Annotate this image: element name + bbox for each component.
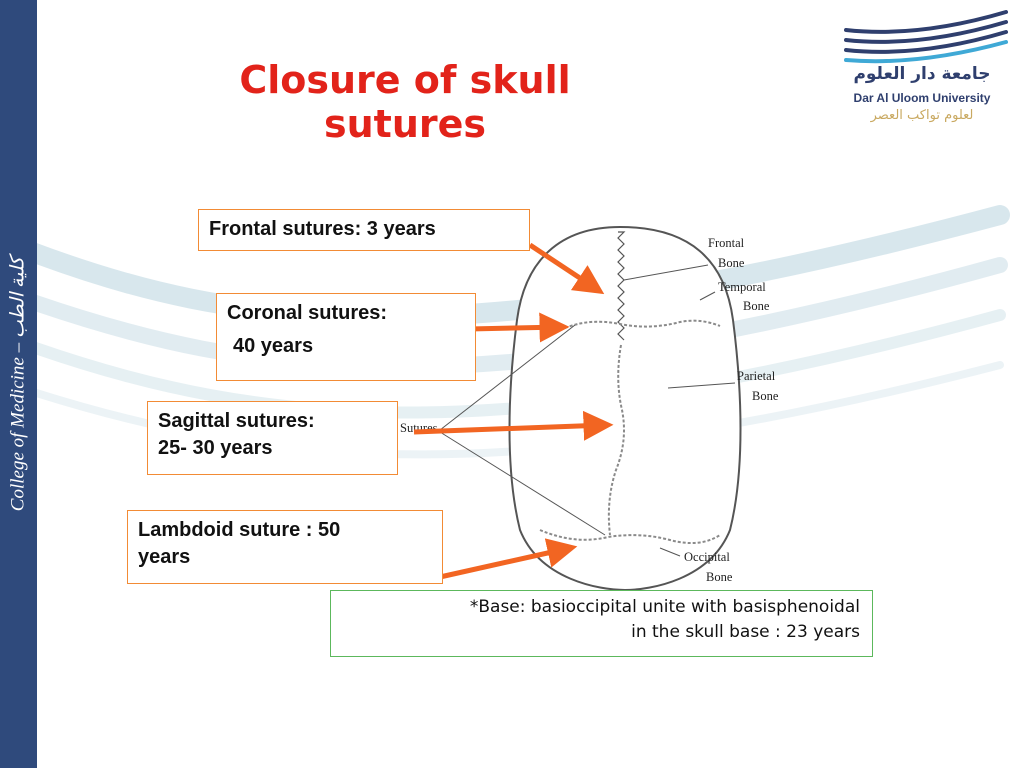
temporal-pointer	[699, 291, 716, 301]
sutures-pointer-upper	[439, 324, 576, 431]
label-parietal-1: Parietal	[737, 369, 776, 383]
skull-base-note: *Base: basioccipital unite with basisphe…	[330, 590, 873, 657]
sidebar: College of Medicine – كلية الطب	[0, 0, 37, 768]
label-frontal-2: Bone	[718, 256, 745, 270]
occipital-pointer	[659, 547, 681, 557]
label-occipital-1: Occipital	[684, 550, 730, 564]
coronal-suture	[564, 319, 721, 329]
lambdoid-callout-line-1: Lambdoid suture : 50	[138, 519, 341, 541]
logo-english-name: Dar Al Uloom University	[853, 91, 991, 105]
frontal-callout: Frontal sutures: 3 years	[198, 209, 530, 251]
sagittal-callout: Sagittal sutures: 25- 30 years	[147, 401, 398, 475]
arrow-lambdoid	[439, 538, 578, 580]
parietal-pointer	[667, 382, 736, 389]
title-line-2: sutures	[323, 102, 487, 147]
frontal-pointer	[623, 264, 709, 281]
label-occipital-2: Bone	[706, 570, 733, 584]
lambdoid-callout-line-2: years	[138, 546, 191, 568]
arrow-sagittal	[413, 410, 614, 441]
logo-arabic-name: جامعة دار العلوم	[853, 64, 991, 84]
sagittal-callout-line-2: 25- 30 years	[158, 437, 273, 459]
slide-title: Closure of skull sutures	[200, 58, 610, 147]
sagittal-callout-line-1: Sagittal sutures:	[158, 410, 315, 432]
lambdoid-callout: Lambdoid suture : 50 years	[127, 510, 443, 584]
frontal-suture	[617, 231, 626, 341]
arrow-coronal	[468, 312, 570, 343]
label-temporal-1: Temporal	[718, 280, 766, 294]
label-frontal-1: Frontal	[708, 236, 745, 250]
coronal-callout-line-1: Coronal sutures:	[227, 302, 388, 324]
logo-tagline: لعلوم تواكب العصر	[870, 108, 974, 123]
note-line-2: in the skull base : 23 years	[631, 621, 860, 642]
lambdoid-suture	[539, 529, 721, 545]
coronal-callout-line-2: 40 years	[233, 335, 314, 357]
title-line-1: Closure of skull	[239, 58, 571, 102]
frontal-callout-text: Frontal sutures: 3 years	[209, 218, 436, 240]
sutures-pointer-lower	[439, 431, 606, 536]
arrow-frontal	[528, 242, 605, 295]
university-logo	[844, 10, 1008, 64]
label-temporal-2: Bone	[743, 299, 770, 313]
label-parietal-2: Bone	[752, 389, 779, 403]
coronal-callout: Coronal sutures: 40 years	[216, 293, 476, 381]
sagittal-suture	[607, 344, 625, 536]
note-line-1: *Base: basioccipital unite with basisphe…	[469, 597, 860, 617]
